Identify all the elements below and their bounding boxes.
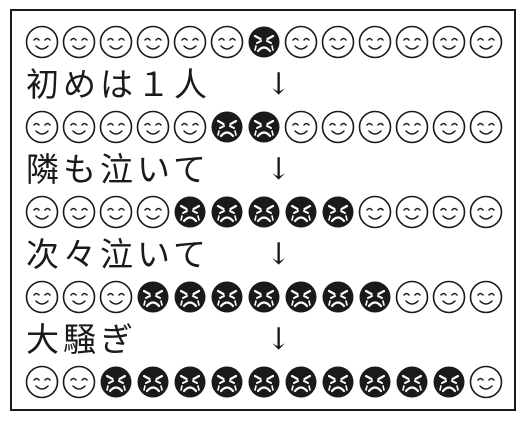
face-row-2: [25, 110, 503, 144]
down-arrow-icon: ↓: [266, 67, 292, 102]
smiling-face-icon: [25, 195, 59, 229]
crying-face-icon: [173, 365, 207, 399]
crying-face-icon: [247, 280, 281, 314]
crying-face-icon: [321, 365, 355, 399]
caption-4: 大騒ぎ ↓: [26, 318, 506, 362]
caption-3-text: 次々泣いて: [26, 235, 211, 274]
crying-face-icon: [395, 365, 429, 399]
smiling-face-icon: [99, 110, 133, 144]
caption-4-text: 大騒ぎ: [26, 320, 137, 359]
crying-face-icon: [99, 365, 133, 399]
crying-face-icon: [136, 280, 170, 314]
smiling-face-icon: [395, 280, 429, 314]
smiling-face-icon: [284, 25, 318, 59]
smiling-face-icon: [284, 110, 318, 144]
face-row-4: [25, 280, 503, 314]
smiling-face-icon: [173, 110, 207, 144]
smiling-face-icon: [358, 110, 392, 144]
crying-face-icon: [321, 195, 355, 229]
face-row-3: [25, 195, 503, 229]
smiling-face-icon: [62, 280, 96, 314]
smiling-face-icon: [395, 195, 429, 229]
smiling-face-icon: [62, 365, 96, 399]
smiling-face-icon: [25, 365, 59, 399]
smiling-face-icon: [210, 25, 244, 59]
crying-face-icon: [358, 365, 392, 399]
crying-face-icon: [247, 25, 281, 59]
smiling-face-icon: [62, 25, 96, 59]
caption-3: 次々泣いて ↓: [26, 233, 506, 277]
smiling-face-icon: [469, 195, 503, 229]
smiling-face-icon: [62, 110, 96, 144]
down-arrow-icon: ↓: [266, 237, 292, 272]
smiling-face-icon: [358, 25, 392, 59]
smiling-face-icon: [395, 25, 429, 59]
smiling-face-icon: [25, 280, 59, 314]
caption-1-text: 初めは１人: [26, 65, 211, 104]
smiling-face-icon: [432, 110, 466, 144]
caption-2: 隣も泣いて ↓: [26, 148, 506, 192]
crying-face-icon: [247, 110, 281, 144]
crying-face-icon: [210, 110, 244, 144]
smiling-face-icon: [136, 25, 170, 59]
face-row-5: [25, 365, 503, 399]
crying-face-icon: [173, 280, 207, 314]
smiling-face-icon: [321, 110, 355, 144]
down-arrow-icon: ↓: [266, 152, 292, 187]
crying-face-icon: [247, 365, 281, 399]
crying-face-icon: [284, 195, 318, 229]
smiling-face-icon: [432, 195, 466, 229]
down-arrow-icon: ↓: [266, 322, 292, 357]
crying-face-icon: [210, 280, 244, 314]
smiling-face-icon: [469, 365, 503, 399]
crying-face-icon: [284, 365, 318, 399]
crying-face-icon: [173, 195, 207, 229]
smiling-face-icon: [99, 25, 133, 59]
smiling-face-icon: [432, 25, 466, 59]
smiling-face-icon: [469, 110, 503, 144]
smiling-face-icon: [25, 110, 59, 144]
smiling-face-icon: [136, 110, 170, 144]
smiling-face-icon: [173, 25, 207, 59]
caption-2-text: 隣も泣いて: [26, 150, 211, 189]
diagram-frame: 初めは１人 ↓ 隣も泣いて ↓ 次々泣いて ↓ 大騒ぎ ↓: [10, 9, 516, 411]
crying-face-icon: [321, 280, 355, 314]
smiling-face-icon: [469, 280, 503, 314]
crying-face-icon: [210, 195, 244, 229]
crying-face-icon: [432, 365, 466, 399]
smiling-face-icon: [62, 195, 96, 229]
crying-face-icon: [247, 195, 281, 229]
smiling-face-icon: [432, 280, 466, 314]
smiling-face-icon: [25, 25, 59, 59]
smiling-face-icon: [358, 195, 392, 229]
smiling-face-icon: [99, 195, 133, 229]
smiling-face-icon: [469, 25, 503, 59]
crying-face-icon: [136, 365, 170, 399]
crying-face-icon: [284, 280, 318, 314]
crying-face-icon: [210, 365, 244, 399]
crying-face-icon: [358, 280, 392, 314]
face-row-1: [25, 25, 503, 59]
smiling-face-icon: [99, 280, 133, 314]
smiling-face-icon: [136, 195, 170, 229]
smiling-face-icon: [395, 110, 429, 144]
smiling-face-icon: [321, 25, 355, 59]
caption-1: 初めは１人 ↓: [26, 63, 506, 107]
